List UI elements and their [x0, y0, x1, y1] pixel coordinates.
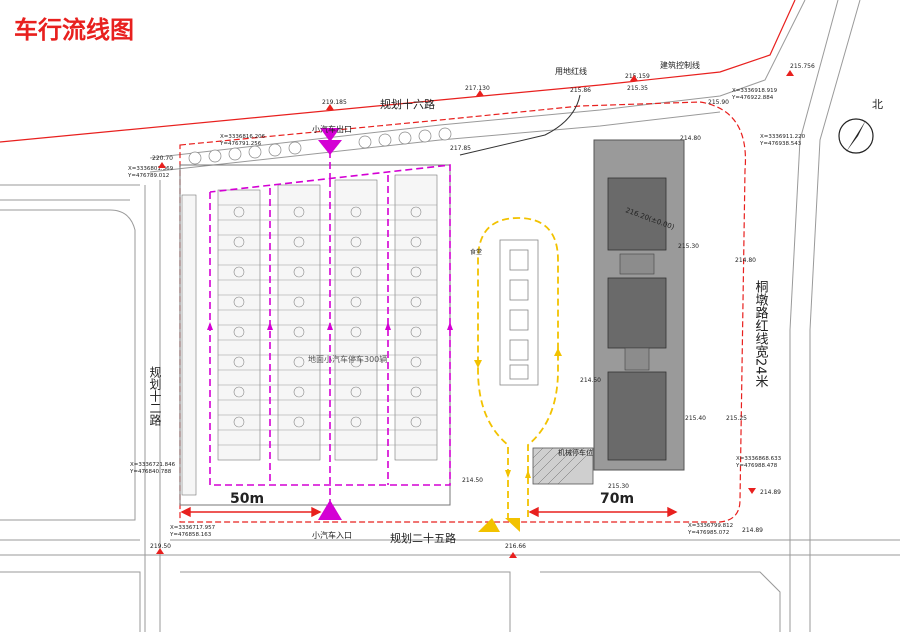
coord-label: X=3336799.812	[688, 523, 733, 529]
elevation-label: 215.35	[627, 85, 648, 92]
tree-row-north	[188, 127, 452, 165]
parking-label: 地面小汽车停车300辆	[308, 354, 387, 364]
coord-label: X=3336801.369	[128, 166, 174, 172]
coord-label: Y=476938.543	[759, 141, 802, 147]
dim-left-label: 50m	[230, 491, 264, 507]
central-island	[499, 239, 539, 386]
road-red-line-north	[0, 0, 796, 143]
parking-trees	[233, 206, 422, 428]
elevation-label: 215.86	[570, 87, 591, 94]
elevation-label: 214.80	[735, 257, 756, 264]
coord-label: Y=476789.012	[127, 173, 169, 179]
north-arrow	[838, 118, 874, 154]
car-exit-arrow-top	[320, 128, 340, 142]
car-exit-arrow	[318, 140, 342, 155]
elevation-label: 215.30	[608, 483, 629, 490]
page-title: 车行流线图	[14, 16, 134, 44]
coord-label: Y=476791.256	[219, 141, 262, 147]
parking-stalls	[181, 174, 438, 496]
mechanical-parking-label: 机械停车位	[558, 448, 593, 457]
site-red-line	[179, 101, 747, 523]
elevation-label: 215.30	[678, 243, 699, 250]
dim-right-label: 70m	[600, 491, 634, 507]
coord-label: Y=476985.072	[687, 530, 729, 536]
delivery-arrows	[474, 348, 562, 532]
parking-stall-lines	[218, 204, 437, 446]
elevation-label: 215.90	[708, 99, 729, 106]
north-label: 北	[872, 98, 883, 111]
car-entrance-arrow	[318, 500, 342, 520]
coord-label: X=3336816.206	[220, 134, 266, 140]
elevation-markers	[156, 70, 794, 558]
delivery-route	[477, 217, 559, 520]
elevation-label: 219.50	[150, 543, 171, 550]
build-control-line-label: 建筑控制线	[660, 60, 700, 70]
coord-label: X=3336911.220	[760, 134, 806, 140]
site-red-line-label: 用地红线	[555, 66, 587, 76]
coord-label: Y=476858.163	[169, 532, 212, 538]
coord-label: Y=476840.788	[129, 469, 172, 475]
delivery-exit	[505, 518, 520, 532]
elevation-label: 217.85	[450, 145, 471, 152]
elevation-label: 215.40	[685, 415, 706, 422]
elevation-label: 214.50	[580, 377, 601, 384]
elevation-label: 214.50	[462, 477, 483, 484]
road-west-label: 规划十二路	[148, 365, 162, 427]
road-east-label: 桐墩路红线宽24米	[753, 280, 769, 388]
coord-label: X=3336868.633	[736, 456, 782, 462]
elevation-label: 214.89	[760, 489, 781, 496]
driveway-north	[459, 94, 581, 156]
car-entrance-label: 小汽车入口	[312, 530, 352, 540]
road-south-label: 规划二十五路	[390, 531, 456, 545]
elevation-label: 214.89	[742, 527, 763, 534]
elevation-label: 215.25	[726, 415, 747, 422]
elevation-label: 216.66	[505, 543, 526, 550]
elevation-label: 215.756	[790, 63, 815, 70]
car-route-arrows	[207, 128, 453, 520]
elevation-label: 214.80	[680, 135, 701, 142]
elevation-label: 217.130	[465, 85, 490, 92]
car-exit-label: 小汽车出口	[312, 124, 352, 134]
coord-label: X=3336721.846	[130, 462, 176, 468]
canteen-label: 食堂	[470, 248, 482, 256]
adjacent-lots	[0, 209, 781, 632]
main-building	[593, 139, 685, 471]
elevation-label: 220.70	[152, 155, 173, 162]
road-north-label: 规划十六路	[380, 97, 435, 111]
coord-label: Y=476922.884	[731, 95, 774, 101]
elevation-label: 219.185	[322, 99, 347, 106]
delivery-entry	[478, 518, 500, 532]
coord-label: X=3336918.919	[732, 88, 778, 94]
elevation-labels: 220.70 219.185 217.130 215.159 215.86 21…	[150, 63, 815, 550]
dimension-lines	[180, 506, 678, 518]
mechanical-parking-hatch	[532, 447, 594, 485]
coordinate-labels: X=3336816.206 Y=476791.256 X=3336801.369…	[127, 88, 806, 538]
elevation-label: 215.159	[625, 73, 650, 80]
coord-label: X=3336717.957	[170, 525, 216, 531]
coord-label: Y=476988.478	[735, 463, 778, 469]
